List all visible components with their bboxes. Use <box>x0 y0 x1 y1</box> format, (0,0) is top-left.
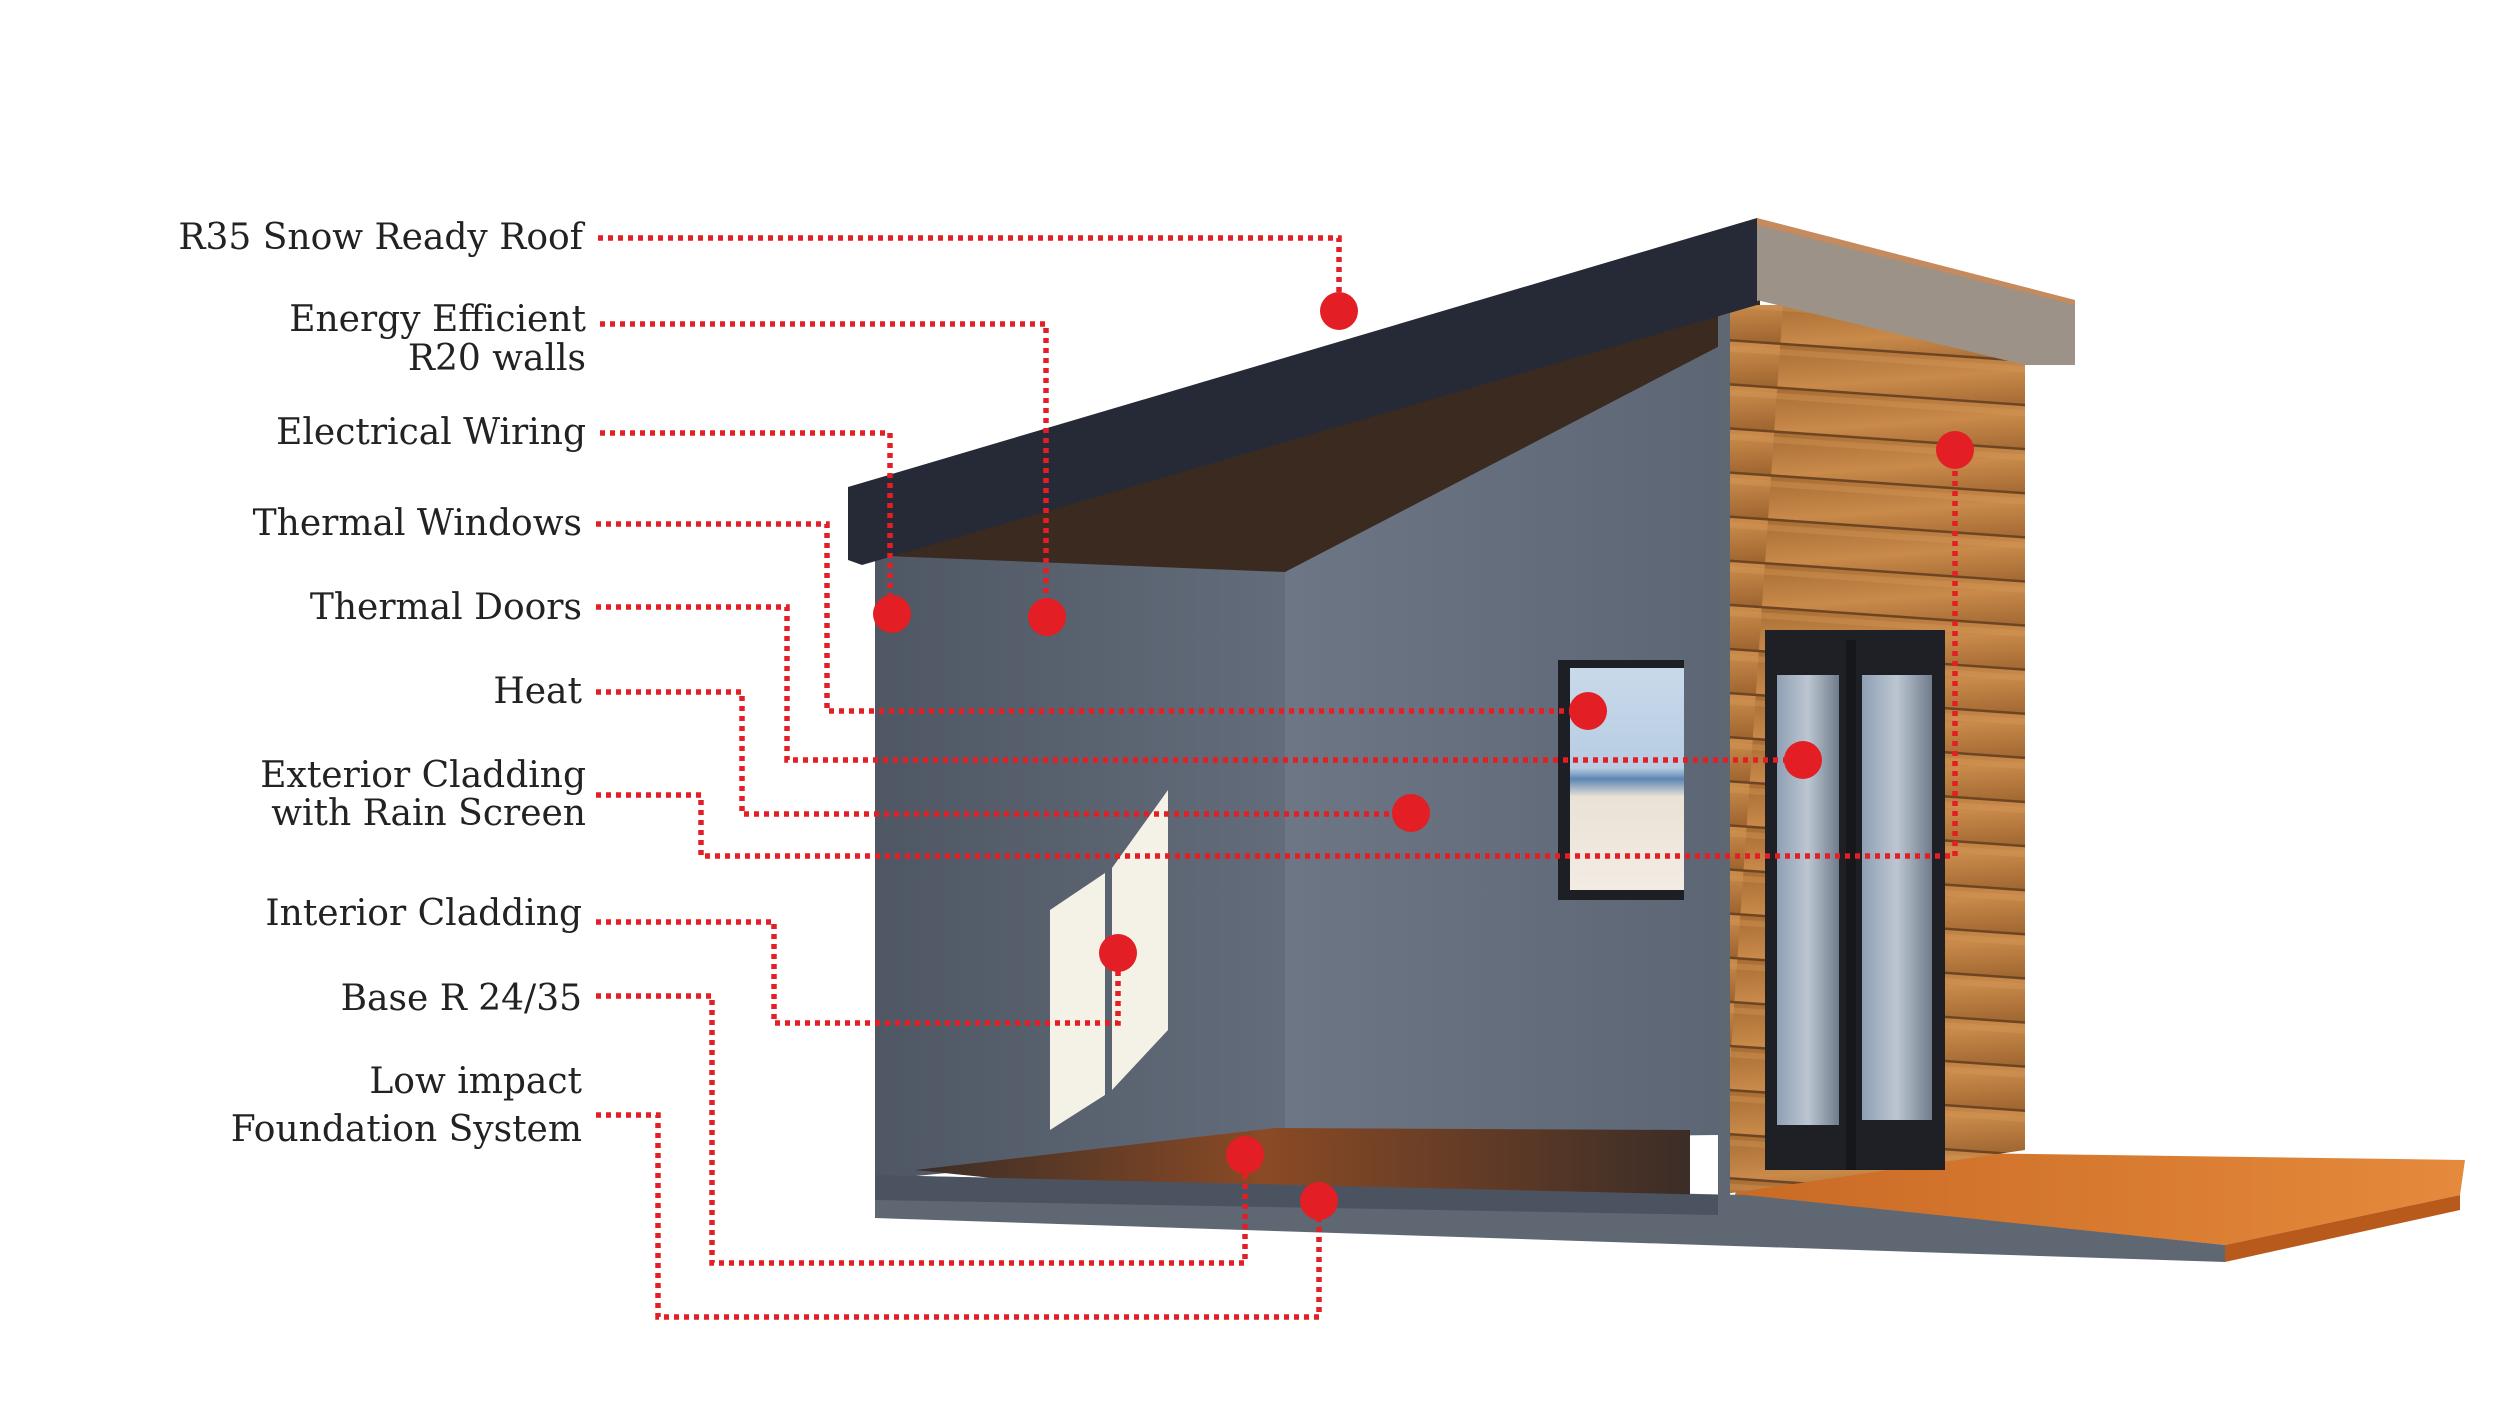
label-wiring: Electrical Wiring <box>276 412 586 453</box>
label-interior: Interior Cladding <box>265 893 582 934</box>
leader-foundation <box>596 1112 1322 1320</box>
dot-walls <box>1028 598 1066 636</box>
dot-wiring <box>873 595 911 633</box>
dot-base <box>1226 1136 1264 1174</box>
feature-labels: R35 Snow Ready Roof Energy Efficient R20… <box>178 217 586 1150</box>
dot-windows <box>1569 692 1607 730</box>
interior-floor <box>915 1128 1690 1195</box>
dot-interior <box>1099 934 1137 972</box>
dot-heat <box>1392 794 1430 832</box>
interior-left-wall <box>875 540 1285 1180</box>
label-windows: Thermal Windows <box>253 503 582 544</box>
interior-back-wall <box>1285 320 1718 1140</box>
cabin-illustration <box>848 218 2465 1262</box>
label-base: Base R 24/35 <box>341 978 582 1019</box>
label-doors: Thermal Doors <box>310 587 582 628</box>
sunlight-patch-right <box>1112 790 1168 1090</box>
dot-exterior <box>1936 431 1974 469</box>
label-foundation-line2: Foundation System <box>231 1109 582 1150</box>
front-deck <box>1735 1150 2465 1245</box>
label-foundation-line1: Low impact <box>369 1061 582 1102</box>
floor-front-edge <box>875 1175 1718 1215</box>
leader-heat <box>596 689 1410 817</box>
dot-foundation <box>1300 1182 1338 1220</box>
label-exterior-line2: with Rain Screen <box>271 793 586 834</box>
leader-walls <box>600 321 1049 618</box>
leader-exterior <box>596 450 1958 859</box>
front-deck-edge <box>2225 1195 2460 1262</box>
label-roof: R35 Snow Ready Roof <box>178 217 585 258</box>
roof-fascia <box>1757 225 2075 365</box>
callout-dots <box>873 292 1974 1220</box>
roof <box>848 218 1757 565</box>
leader-lines <box>596 235 1958 1320</box>
leader-windows <box>596 521 1587 714</box>
leader-base <box>596 993 1248 1266</box>
leader-roof <box>598 235 1342 312</box>
label-walls-line1: Energy Efficient <box>289 299 586 340</box>
door-divider <box>1846 640 1856 1170</box>
dot-doors <box>1784 741 1822 779</box>
label-walls-line2: R20 walls <box>408 338 586 379</box>
label-heat: Heat <box>493 671 582 712</box>
wall-side-edge <box>1718 305 1730 1195</box>
sunlight-patch-left <box>1050 873 1105 1130</box>
door-glass-right <box>1862 675 1932 1120</box>
leader-doors <box>596 604 1803 763</box>
dot-roof <box>1320 292 1358 330</box>
label-exterior-line1: Exterior Cladding <box>260 755 586 796</box>
leader-wiring <box>600 430 893 614</box>
thermal-door <box>1765 630 1945 1170</box>
